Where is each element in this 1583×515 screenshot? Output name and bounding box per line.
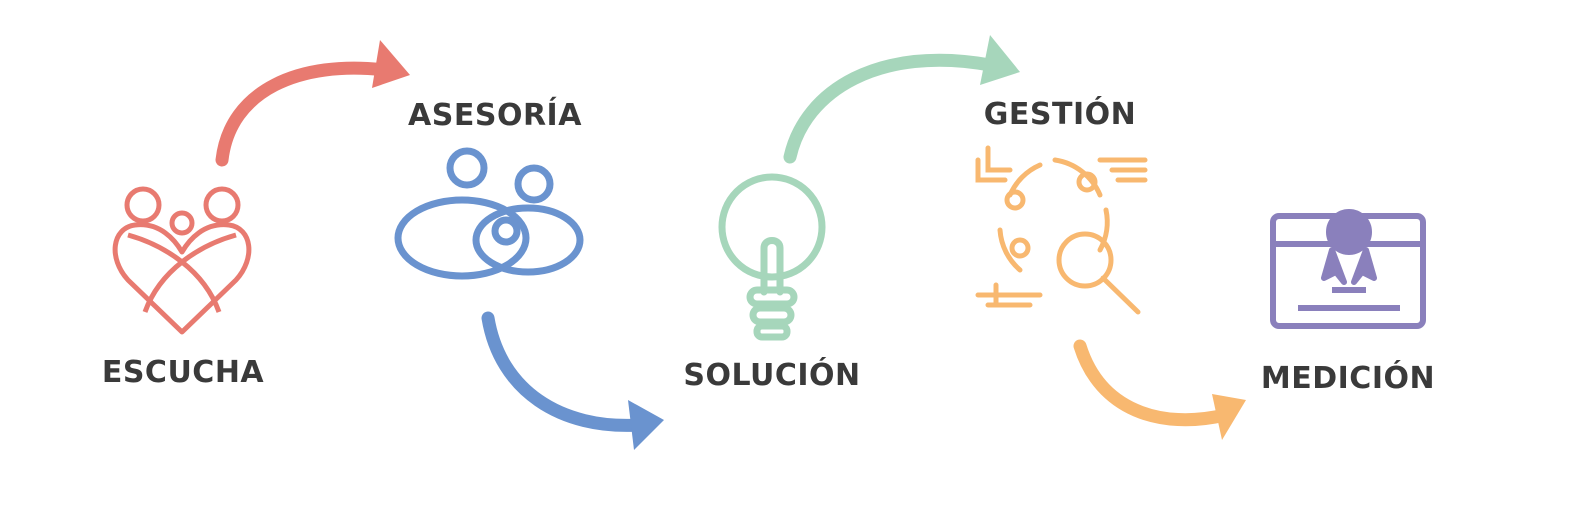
people-advice-icon (394, 147, 584, 280)
certificate-award-icon (1270, 209, 1426, 329)
arrow-escucha-to-asesoria (215, 40, 410, 167)
step-label-escucha: ESCUCHA (102, 355, 265, 390)
step-label-gestion: GESTIÓN (984, 95, 1136, 132)
lightbulb-icon (718, 173, 826, 341)
step-label-asesoria: ASESORÍA (408, 97, 582, 133)
gear-search-icon (975, 145, 1148, 315)
arrow-gestion-to-medicion (1073, 339, 1246, 440)
arrow-asesoria-to-solucion (481, 311, 664, 450)
step-label-solucion: SOLUCIÓN (683, 356, 860, 393)
step-label-medicion: MEDICIÓN (1261, 359, 1435, 396)
arrow-solucion-to-gestion (783, 35, 1020, 164)
heart-family-icon (112, 186, 252, 335)
